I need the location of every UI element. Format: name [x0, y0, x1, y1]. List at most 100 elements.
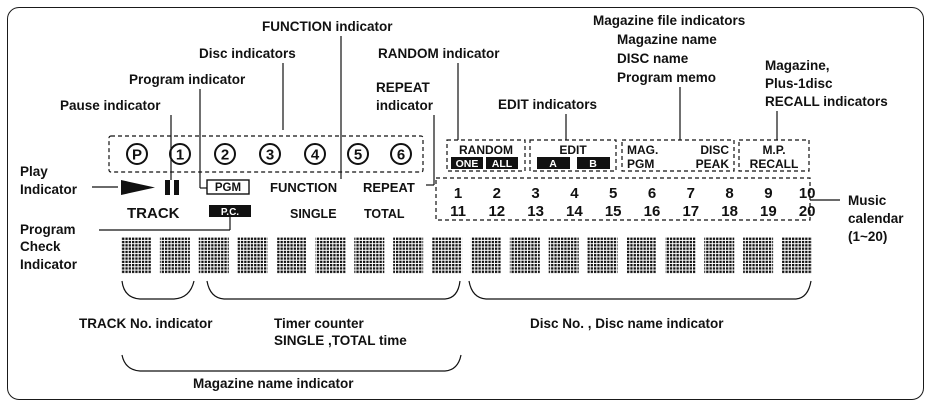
random-box [446, 139, 526, 172]
play-indicator-label-2: Indicator [20, 182, 78, 197]
calendar-number-16: 16 [644, 203, 661, 220]
svg-text:ALL: ALL [492, 158, 513, 170]
play-icon [121, 180, 155, 195]
disc-no-label: Disc No. , Disc name indicator [530, 316, 724, 331]
magazine-name-bracket [121, 354, 462, 372]
svg-text:DISC: DISC [700, 143, 729, 157]
timer-bracket [206, 280, 461, 300]
magazine-file-indicator: MAG. DISC PGM PEAK [627, 143, 729, 171]
disc-indicators-label: Disc indicators [199, 46, 296, 61]
svg-text:B: B [589, 158, 597, 170]
svg-text:4: 4 [311, 147, 320, 164]
svg-text:3: 3 [266, 147, 274, 164]
dot-matrix-cell [121, 237, 151, 274]
magazine-name-label: Magazine name indicator [193, 376, 354, 391]
magazine-file-box [621, 139, 735, 172]
repeat-indicator-label-2: indicator [376, 98, 434, 113]
total-indicator: TOTAL [364, 207, 405, 221]
magazine-file-label-2: Magazine name [617, 32, 717, 47]
svg-text:RANDOM: RANDOM [459, 143, 513, 157]
dot-matrix-cell [198, 237, 229, 274]
svg-text:P.C.: P.C. [221, 207, 239, 218]
calendar-number-2: 2 [493, 185, 501, 202]
svg-text:ONE: ONE [456, 158, 479, 170]
disc-no-bracket [468, 280, 812, 300]
single-indicator: SINGLE [290, 207, 337, 221]
dot-matrix-cell [237, 237, 268, 274]
svg-text:6: 6 [397, 147, 405, 164]
dot-matrix-cell [315, 237, 346, 274]
program-check-label-2: Check [20, 239, 61, 254]
svg-text:P: P [132, 147, 142, 164]
calendar-number-15: 15 [605, 203, 622, 220]
dot-matrix-cell [743, 237, 774, 274]
calendar-number-4: 4 [570, 185, 579, 202]
program-check-indicator: P.C. [209, 205, 251, 218]
svg-text:1: 1 [176, 147, 184, 164]
svg-text:MAG.: MAG. [627, 143, 658, 157]
svg-text:5: 5 [354, 147, 362, 164]
program-check-label-1: Program [20, 222, 76, 237]
dashed-groups [108, 135, 811, 221]
dot-matrix-cell [393, 237, 424, 274]
program-check-label-3: Indicator [20, 257, 78, 272]
diagram-frame [7, 7, 924, 400]
pgm-indicator: PGM [206, 179, 250, 195]
calendar-number-7: 7 [687, 185, 695, 202]
music-calendar-label-2: calendar [848, 211, 904, 226]
play-indicator-label-1: Play [20, 164, 48, 179]
svg-text:PGM: PGM [215, 182, 241, 194]
function-indicator-label: FUNCTION indicator [262, 19, 393, 34]
function-indicator: FUNCTION [270, 180, 337, 195]
calendar-number-17: 17 [682, 203, 699, 220]
edit-indicators-label: EDIT indicators [498, 97, 597, 112]
svg-text:RECALL: RECALL [750, 157, 799, 171]
pause-icon [165, 180, 179, 195]
calendar-number-1: 1 [454, 185, 462, 202]
svg-text:M.P.: M.P. [762, 143, 785, 157]
leader-lines [92, 36, 840, 231]
recall-box [738, 139, 810, 172]
dot-matrix-cell [782, 237, 812, 274]
dot-matrix-cell [509, 237, 540, 274]
random-indicator: RANDOM ONE ALL [451, 143, 518, 170]
repeat-indicator: REPEAT [363, 180, 415, 195]
timer-counter-label-2: SINGLE ,TOTAL time [274, 333, 407, 348]
track-no-label: TRACK No. indicator [79, 316, 213, 331]
calendar-number-3: 3 [531, 185, 539, 202]
dot-matrix-display [121, 237, 812, 274]
dot-matrix-cell [354, 237, 385, 274]
edit-box [529, 139, 617, 172]
disc-indicator-1: 1 [169, 143, 191, 165]
calendar-number-5: 5 [609, 185, 617, 202]
calendar-number-13: 13 [527, 203, 544, 220]
calendar-number-14: 14 [566, 203, 583, 220]
svg-text:PEAK: PEAK [696, 157, 730, 171]
calendar-number-6: 6 [648, 185, 656, 202]
calendar-number-8: 8 [725, 185, 733, 202]
recall-label-1: Magazine, [765, 58, 830, 73]
magazine-file-label-3: DISC name [617, 51, 689, 66]
disc-indicator-4: 4 [304, 143, 326, 165]
random-indicator-label: RANDOM indicator [378, 46, 500, 61]
recall-indicator: M.P. RECALL [750, 143, 799, 171]
disc-indicator-2: 2 [214, 143, 236, 165]
music-calendar-box [435, 177, 811, 221]
music-calendar-label-3: (1~20) [848, 229, 887, 244]
svg-text:2: 2 [221, 147, 229, 164]
dot-matrix-cell [626, 237, 657, 274]
edit-indicator: EDIT A B [537, 143, 610, 170]
track-indicator: TRACK [127, 205, 180, 222]
disc-indicator-box [108, 135, 424, 173]
magazine-file-label-1: Magazine file indicators [593, 13, 745, 28]
svg-text:EDIT: EDIT [559, 143, 587, 157]
disc-indicators: P 1 2 3 4 5 6 [126, 143, 412, 165]
pause-indicator-label: Pause indicator [60, 98, 161, 113]
svg-text:A: A [549, 158, 557, 170]
dot-matrix-cell [470, 237, 501, 274]
disc-indicator-5: 5 [347, 143, 369, 165]
magazine-file-label-4: Program memo [617, 70, 716, 85]
calendar-number-20: 20 [799, 203, 816, 220]
